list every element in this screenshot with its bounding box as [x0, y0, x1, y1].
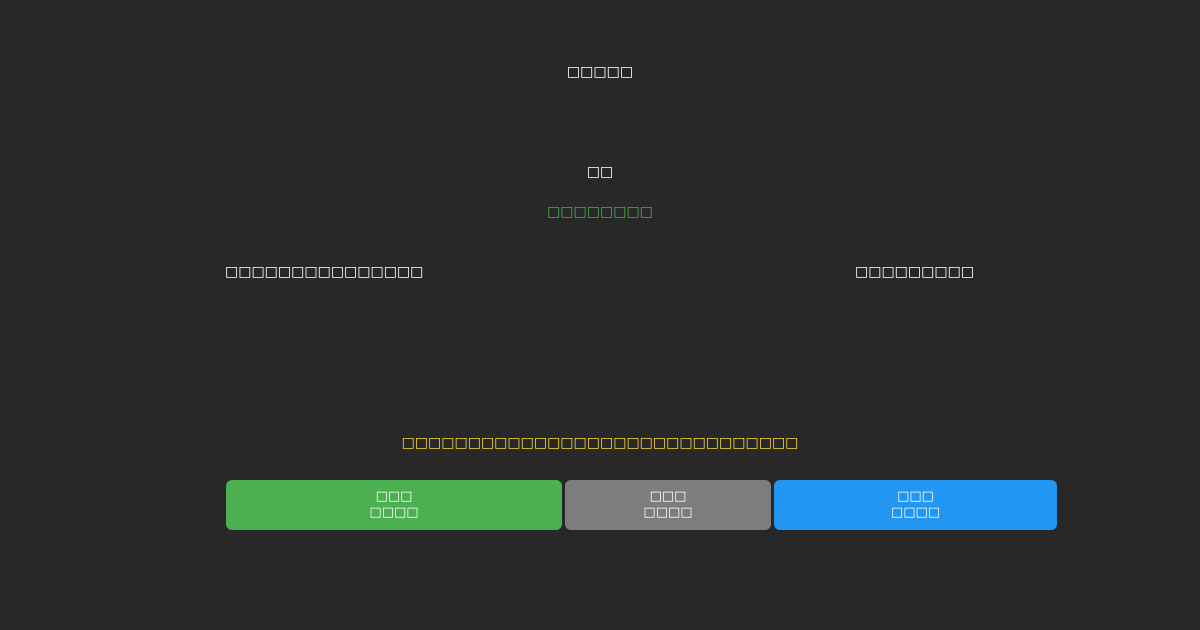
blue-action-button[interactable]: □□□ □□□□: [774, 480, 1057, 530]
gray-action-button[interactable]: □□□ □□□□: [565, 480, 771, 530]
info-text-right: □□□□□□□□□: [855, 264, 975, 280]
page-title: □□□□□: [566, 64, 634, 80]
green-action-button-line1: □□□: [375, 489, 413, 504]
green-action-button-line2: □□□□: [369, 505, 419, 520]
status-label: □□: [586, 164, 614, 180]
gray-action-button-line1: □□□: [649, 489, 687, 504]
gray-action-button-line2: □□□□: [643, 505, 693, 520]
green-action-button[interactable]: □□□ □□□□: [226, 480, 562, 530]
blue-action-button-line2: □□□□: [890, 505, 941, 520]
info-text-left: □□□□□□□□□□□□□□□: [225, 264, 424, 280]
status-highlight-text: □□□□□□□□: [547, 204, 653, 220]
blue-action-button-line1: □□□: [897, 489, 934, 504]
warning-text: □□□□□□□□□□□□□□□□□□□□□□□□□□□□□□: [401, 435, 799, 451]
action-button-row: □□□ □□□□ □□□ □□□□ □□□ □□□□: [226, 480, 1057, 530]
